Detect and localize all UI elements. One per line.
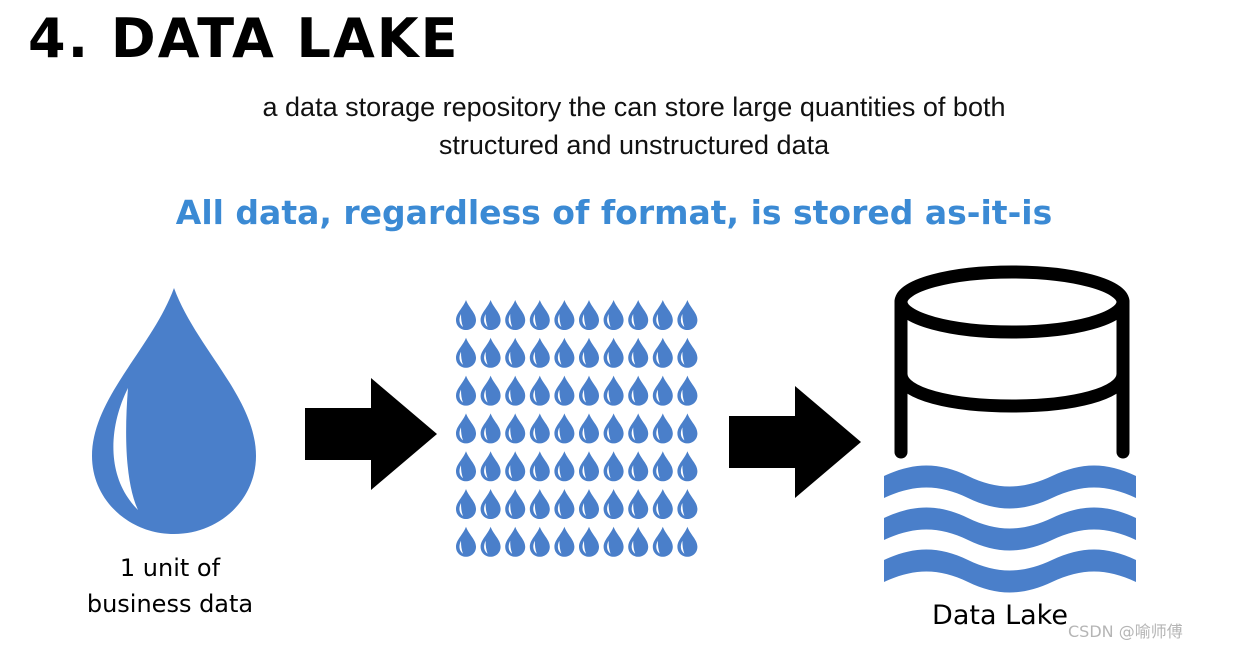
small-drop-icon — [480, 451, 501, 482]
small-drop-icon — [652, 489, 673, 519]
small-drop-icon — [579, 337, 599, 368]
drop-grid-icon — [456, 300, 698, 557]
small-drop-icon — [579, 413, 599, 444]
small-drop-icon — [480, 375, 501, 406]
small-drop-icon — [456, 375, 476, 406]
small-drop-icon — [603, 451, 624, 482]
small-drop-icon — [505, 375, 526, 406]
database-middle-band — [894, 295, 1130, 413]
small-drop-icon — [480, 413, 501, 444]
watermark: CSDN @喻师傅 — [1068, 622, 1183, 641]
small-drop-icon — [579, 375, 599, 406]
small-drop-icon — [554, 337, 575, 368]
small-drop-icon — [652, 526, 673, 557]
small-drop-icon — [480, 489, 501, 519]
small-drop-icon — [529, 489, 550, 519]
small-drop-icon — [652, 451, 673, 482]
data-lake-caption: Data Lake — [932, 600, 1068, 631]
database-top — [894, 265, 1130, 339]
small-drop-icon — [529, 337, 550, 368]
small-drop-icon — [579, 526, 599, 557]
small-drop-icon — [628, 489, 649, 519]
small-drop-icon — [603, 413, 624, 444]
small-drop-icon — [529, 451, 550, 482]
wave-3 — [884, 549, 1136, 593]
small-drop-icon — [456, 337, 476, 368]
small-drop-icon — [628, 337, 649, 368]
small-drop-icon — [652, 375, 673, 406]
small-drop-icon — [628, 526, 649, 557]
tagline: All data, regardless of format, is store… — [175, 193, 1053, 232]
subtitle-line-2: structured and unstructured data — [438, 130, 830, 160]
small-drop-icon — [677, 375, 698, 406]
small-drop-icon — [628, 413, 649, 444]
page-title: 4. DATA LAKE — [28, 7, 460, 70]
small-drop-icon — [505, 413, 526, 444]
small-drop-icon — [677, 337, 698, 368]
subtitle: a data storage repository the can store … — [0, 88, 1234, 164]
small-drop-icon — [652, 337, 673, 368]
small-drop-icon — [677, 489, 698, 519]
water-drop-body — [92, 288, 256, 534]
small-drop-icon — [480, 300, 501, 330]
small-drop-icon — [456, 451, 476, 482]
small-drop-icon — [456, 300, 476, 330]
small-drop-icon — [480, 337, 501, 368]
small-drop-icon — [554, 489, 575, 519]
small-drop-icon — [677, 451, 698, 482]
small-drop-icon — [628, 375, 649, 406]
small-drop-icon — [554, 451, 575, 482]
small-drop-icon — [579, 300, 599, 330]
small-drop-icon — [505, 337, 526, 368]
small-drop-icon — [529, 300, 550, 330]
small-drop-icon — [603, 337, 624, 368]
small-drop-icon — [628, 451, 649, 482]
small-drop-icon — [677, 413, 698, 444]
small-drop-icon — [456, 413, 476, 444]
small-drop-icon — [603, 526, 624, 557]
small-drop-icon — [480, 526, 501, 557]
small-drop-icon — [652, 300, 673, 330]
water-drop-icon — [92, 288, 256, 534]
wave-1 — [884, 465, 1136, 509]
unit-caption-line-1: 1 unit of — [119, 554, 221, 582]
small-drop-icon — [505, 451, 526, 482]
small-drop-icon — [677, 300, 698, 330]
subtitle-line-1: a data storage repository the can store … — [262, 92, 1006, 122]
small-drop-icon — [554, 526, 575, 557]
small-drop-icon — [603, 489, 624, 519]
wave-2 — [884, 507, 1136, 551]
water-waves-icon — [884, 465, 1136, 593]
small-drop-icon — [505, 300, 526, 330]
water-drop-highlight — [113, 388, 138, 510]
small-drop-icon — [554, 300, 575, 330]
unit-caption: 1 unit of business data — [70, 550, 270, 622]
small-drop-icon — [456, 526, 476, 557]
unit-caption-line-2: business data — [86, 590, 254, 618]
small-drop-icon — [579, 451, 599, 482]
arrow-right-icon — [729, 386, 861, 498]
small-drop-icon — [652, 413, 673, 444]
small-drop-icon — [677, 526, 698, 557]
small-drop-icon — [529, 413, 550, 444]
small-drop-icon — [505, 489, 526, 519]
small-drop-icon — [529, 526, 550, 557]
database-cylinder-icon — [894, 265, 1130, 459]
small-drop-icon — [554, 413, 575, 444]
small-drop-icon — [628, 300, 649, 330]
small-drop-icon — [603, 300, 624, 330]
small-drop-icon — [603, 375, 624, 406]
arrow-right-icon — [305, 378, 437, 490]
small-drop-icon — [529, 375, 550, 406]
small-drop-icon — [554, 375, 575, 406]
small-drop-icon — [579, 489, 599, 519]
small-drop-icon — [456, 489, 476, 519]
small-drop-icon — [505, 526, 526, 557]
